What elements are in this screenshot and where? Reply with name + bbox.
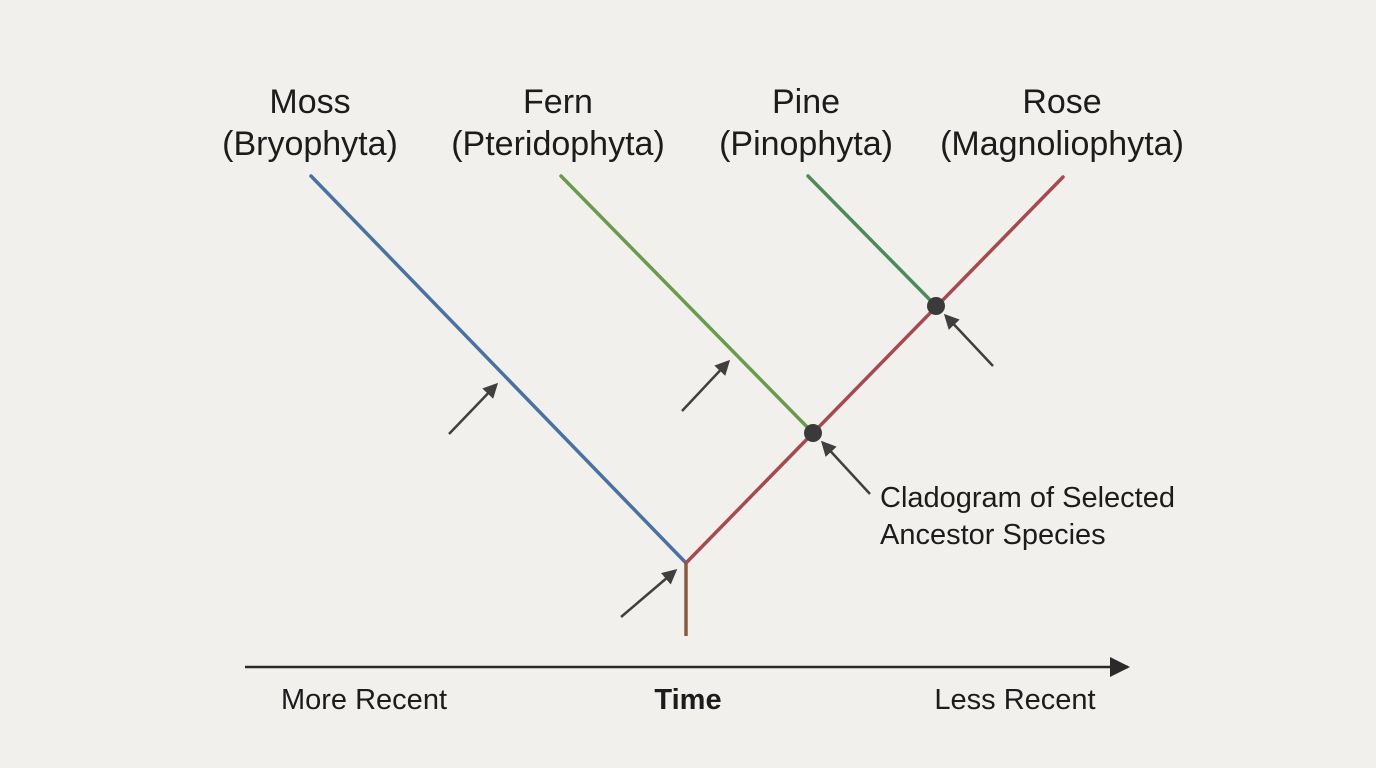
arrow-fern-branch (681, 359, 731, 412)
branch-rose (684, 175, 1065, 565)
axis-label-less-recent: Less Recent (934, 684, 1095, 716)
node-pine-rose (927, 297, 945, 315)
taxon-group-pine: (Pinophyta) (719, 125, 893, 163)
arrow-moss-branch (448, 382, 499, 435)
arrow-root (620, 569, 678, 618)
branch-fern (559, 174, 815, 435)
taxon-name-pine: Pine (772, 83, 840, 121)
taxon-name-rose: Rose (1022, 83, 1101, 121)
branch-moss (309, 174, 688, 565)
arrow-pine-node (943, 313, 994, 367)
taxon-group-fern: (Pteridophyta) (451, 125, 665, 163)
taxon-group-rose: (Magnoliophyta) (940, 125, 1184, 163)
axis-label-more-recent: More Recent (281, 684, 447, 716)
arrow-fern-node (820, 440, 871, 495)
taxon-name-moss: Moss (269, 83, 350, 121)
node-fern-clade (804, 424, 822, 442)
annotation-line-1: Cladogram of Selected (880, 482, 1175, 514)
branch-pine (806, 174, 938, 308)
axis-label-time: Time (654, 684, 721, 716)
taxon-name-fern: Fern (523, 83, 593, 121)
taxon-group-moss: (Bryophyta) (222, 125, 398, 163)
annotation-line-2: Ancestor Species (880, 519, 1106, 551)
